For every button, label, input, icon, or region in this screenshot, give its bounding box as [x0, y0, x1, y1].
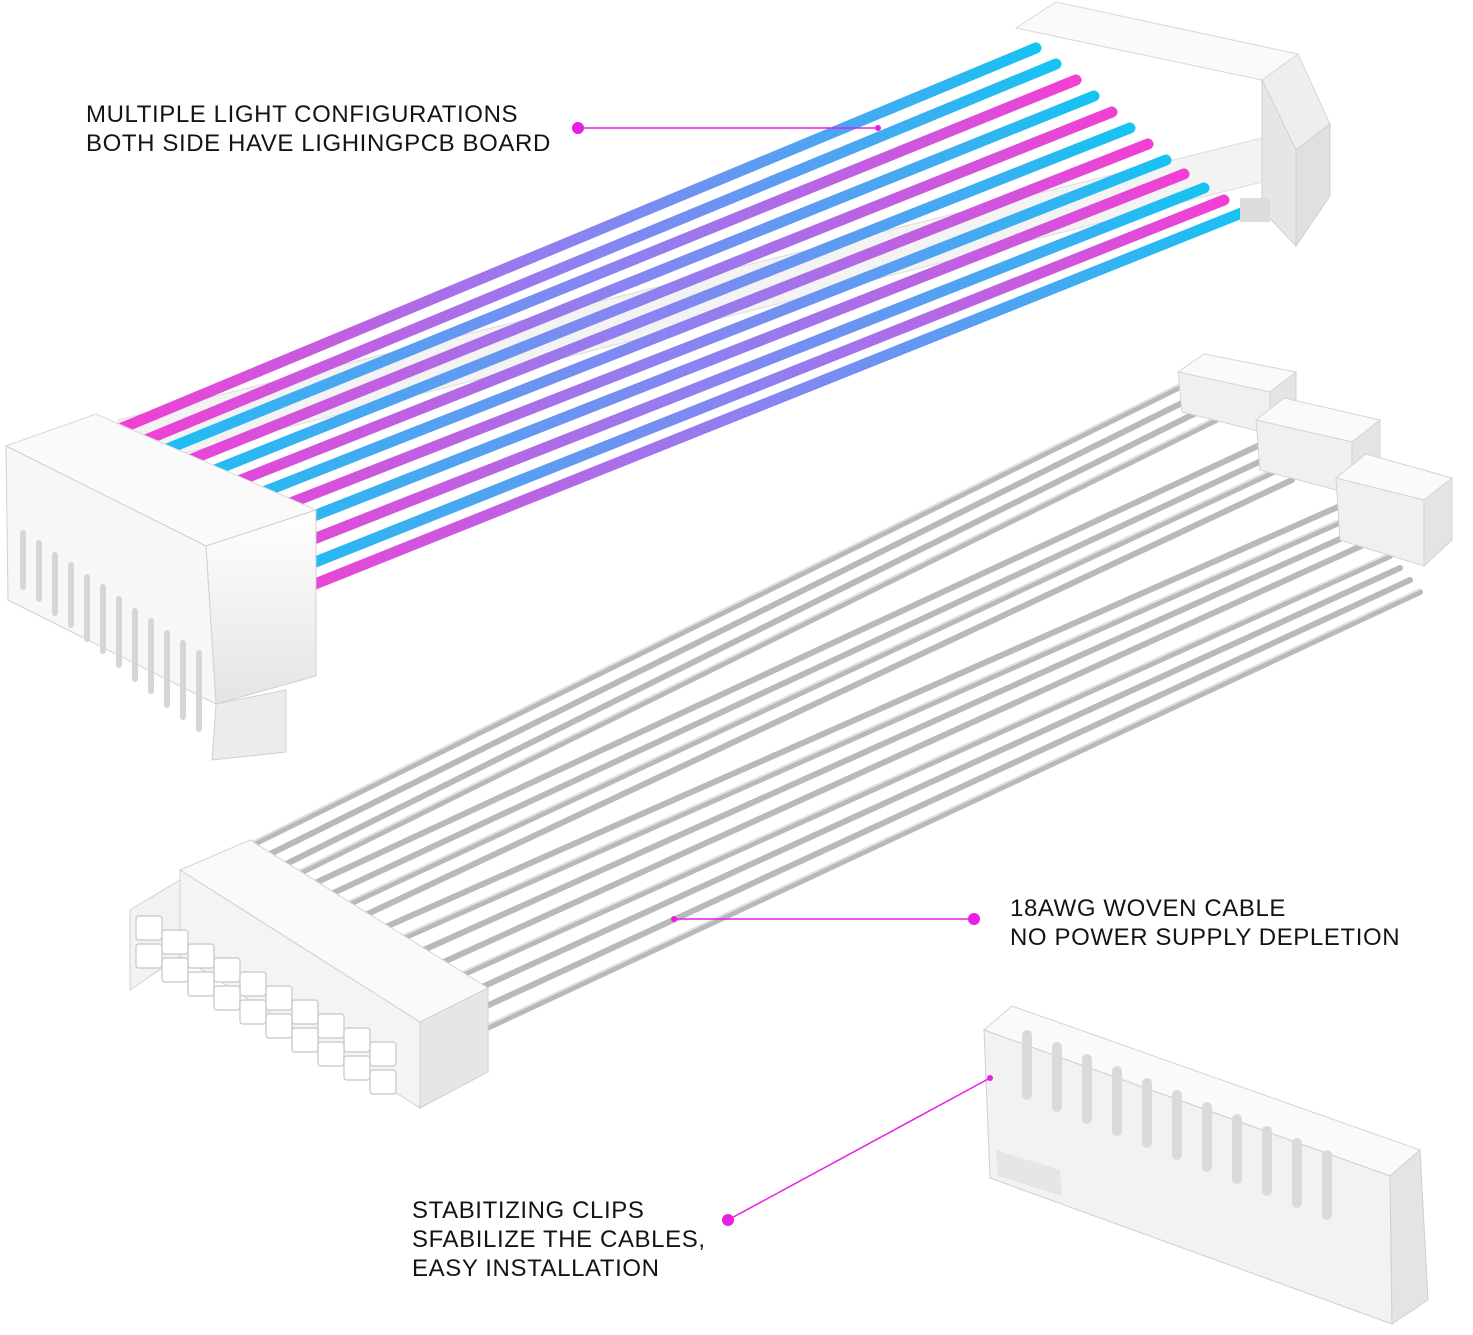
callout-cable-line2: NO POWER SUPPLY DEPLETION [1010, 924, 1401, 951]
callout-lighting-line2: BOTH SIDE HAVE LIGHINGPCB BOARD [86, 130, 551, 157]
callout-lighting-line1: MULTIPLE LIGHT CONFIGURATIONS [86, 101, 519, 128]
leader-dot-clips [722, 1214, 734, 1226]
gpu-connector-3 [1334, 453, 1454, 568]
callout-leaders [572, 122, 993, 1226]
callout-cable: 18AWG WOVEN CABLE NO POWER SUPPLY DEPLET… [1010, 894, 1400, 952]
callout-clips: STABITIZING CLIPS SFABILIZE THE CABLES, … [412, 1196, 706, 1283]
led-end-cap-left [4, 413, 318, 761]
led-cable-extension [4, 1, 1331, 761]
callout-clips-line2: SFABILIZE THE CABLES, [412, 1226, 706, 1253]
woven-cable-assembly [129, 353, 1454, 1109]
woven-wire-highlights [249, 380, 1421, 1034]
woven-wires [247, 381, 1423, 1039]
stabilizing-clip [983, 1005, 1429, 1325]
led-strips [116, 42, 1250, 608]
led-cap-comb-teeth [20, 530, 202, 732]
callout-cable-line1: 18AWG WOVEN CABLE [1010, 895, 1287, 922]
leader-line-clips [727, 1077, 991, 1221]
psu-24pin-connector [129, 839, 490, 1109]
callout-lighting: MULTIPLE LIGHT CONFIGURATIONS BOTH SIDE … [86, 100, 551, 158]
psu-pin-sockets [135, 915, 397, 1095]
leader-end-clips [987, 1075, 993, 1081]
leader-dot-lighting [572, 122, 584, 134]
callout-clips-line1: STABITIZING CLIPS [412, 1197, 645, 1224]
led-end-cap-right [1014, 1, 1331, 248]
leader-end-lighting [875, 125, 881, 131]
callout-clips-line3: EASY INSTALLATION [412, 1255, 660, 1282]
leader-end-cable [671, 916, 677, 922]
leader-dot-cable [968, 913, 980, 925]
clip-slots [1022, 1030, 1332, 1220]
